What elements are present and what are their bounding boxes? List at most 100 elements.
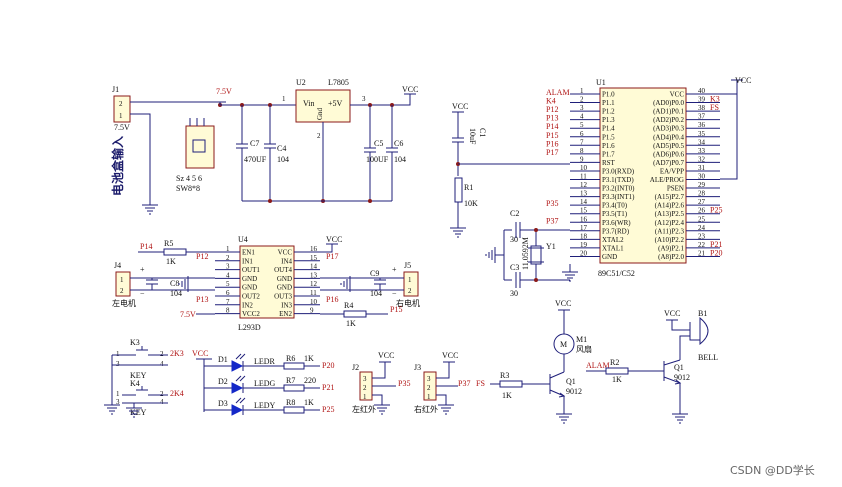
c4-value: 104 [277, 155, 289, 164]
mcu-right-pin-name: (AD2)P0.2 [653, 116, 684, 124]
u2-pin1: 1 [282, 95, 286, 103]
k4-pin2: 2 [160, 390, 164, 398]
mcu-left-pin-name: P3.4(T0) [602, 202, 628, 210]
driver-l293d [239, 245, 295, 319]
mcu-left-pin-name: P1.2 [602, 108, 615, 116]
b1-ref: B1 [698, 309, 707, 318]
led-net: P21 [322, 383, 334, 392]
led-resistor [283, 384, 305, 392]
mcu-left-pin-name: P3.1(TXD) [602, 176, 634, 184]
mcu-89c51 [599, 87, 687, 264]
u2-part: L7805 [328, 78, 349, 87]
driver-right-pin-num: 10 [310, 298, 318, 306]
u2-vout: +5V [328, 99, 343, 108]
c3-ref: C3 [510, 263, 519, 272]
r5-ref: R5 [164, 239, 173, 248]
mcu-right-pin-name: (A11)P2.3 [655, 227, 685, 235]
vcc-label-j2: VCC [378, 351, 394, 360]
key-k3[interactable] [122, 346, 168, 366]
mcu-right-pin-name: EA/VPP [660, 167, 684, 175]
led-icon [231, 360, 244, 372]
bell-section: VCC B1 BELL ALAM R2 1K Q1 9012 [586, 309, 718, 424]
driver-right-pin-name: OUT4 [274, 266, 292, 274]
u1-ref: U1 [596, 78, 606, 87]
power-switch[interactable] [185, 125, 215, 169]
u2-pin3: 3 [362, 95, 366, 103]
vcc-label-bell: VCC [664, 309, 680, 318]
mcu-left-net: K4 [546, 97, 556, 106]
u2-gnd: Gnd [316, 107, 324, 120]
mcu-right-pin-name: (A14)P2.6 [655, 202, 685, 210]
j5-pin1: 1 [408, 276, 412, 284]
j5-ref: J5 [404, 261, 411, 270]
u2-pin2: 2 [317, 132, 321, 140]
u2-vin: Vin [303, 99, 315, 108]
c6-value: 104 [394, 155, 406, 164]
j5-plus: + [392, 265, 397, 274]
led-icon [231, 382, 244, 394]
led-ref: D3 [218, 399, 228, 408]
u4-part: L293D [238, 323, 261, 332]
mcu-right-pin-num: 23 [698, 232, 706, 240]
driver-left-pin-num: 8 [226, 307, 230, 315]
j2-pin1: 1 [363, 393, 367, 401]
mcu-left-net: ALAM [546, 88, 570, 97]
mcu-left-net: P35 [546, 199, 558, 208]
mcu-left-net: P16 [546, 139, 558, 148]
j2-pin3: 3 [363, 375, 367, 383]
mcu-left-pin-name: P3.3(INT1) [602, 193, 635, 201]
driver-left-pin-num: 4 [226, 271, 230, 279]
driver-right-pin-num: 15 [310, 254, 318, 262]
vcc-label-driver: VCC [326, 235, 342, 244]
led-net: P25 [322, 405, 334, 414]
r3-value: 1K [502, 391, 512, 400]
right-ir-label: 右红外 [414, 404, 438, 414]
q1-fan-transistor [522, 371, 565, 414]
j1-pin2: 2 [119, 100, 123, 108]
mcu-left-pin-name: P1.4 [602, 125, 615, 133]
mcu-left-pin-num: 8 [580, 147, 584, 155]
net-p14: P14 [140, 242, 152, 251]
mcu-left-pin-num: 13 [580, 190, 588, 198]
net-7v5-label: 7.5V [216, 87, 232, 96]
mcu-right-pin-num: 27 [698, 198, 706, 206]
mcu-left-pin-num: 17 [580, 224, 588, 232]
led-icon [231, 404, 244, 416]
mcu-right-pin-name: (AD1)P0.1 [653, 108, 684, 116]
mcu-right-pin-name: (AD7)P0.7 [653, 159, 684, 167]
mcu-right-pin-num: 32 [698, 155, 706, 163]
driver-left-pin-num: 5 [226, 280, 230, 288]
driver-left-pin-num: 6 [226, 289, 230, 297]
power-section: J1 2 1 7.5V 电池盒输入 Sz 4 5 6 SW8*8 7.5V C7… [110, 78, 418, 215]
k3-label: KEY [130, 371, 147, 380]
mcu-right-net: P25 [710, 206, 722, 215]
mcu-left-pin-name: P3.5(T1) [602, 210, 628, 218]
r2-ref: R2 [610, 358, 619, 367]
mcu-right-pin-num: 35 [698, 130, 706, 138]
c5-value: 100UF [366, 155, 389, 164]
u4-ref: U4 [238, 235, 248, 244]
mcu-left-net: P37 [546, 216, 558, 225]
mcu-right-pin-num: 36 [698, 121, 706, 129]
switch-pins: Sz 4 5 6 [176, 174, 202, 183]
mcu-right-pin-name: (AD6)P0.6 [653, 150, 684, 158]
mcu-left-pin-name: P3.2(INT0) [602, 185, 635, 193]
driver-left-pin-name: GND [242, 284, 257, 292]
j3-pin3: 3 [427, 375, 431, 383]
driver-right-pin-name: GND [277, 284, 292, 292]
k4-label: KEY [130, 408, 147, 417]
bell-label: BELL [698, 353, 718, 362]
driver-right-pin-num: 16 [310, 245, 318, 253]
left-ir-label: 左红外 [352, 404, 376, 414]
k3-pin1: 1 [116, 350, 120, 358]
k4-pin3: 3 [116, 398, 120, 406]
led-resistor-value: 1K [304, 398, 314, 407]
fan-label: 风扇 [576, 344, 592, 354]
mcu-right-pin-num: 31 [698, 164, 706, 172]
key-k4[interactable] [122, 386, 168, 404]
mcu-left-pin-num: 4 [580, 113, 584, 121]
mcu-left-pin-num: 16 [580, 215, 588, 223]
k4-pin4: 4 [160, 398, 164, 406]
mcu-left-pin-name: GND [602, 253, 617, 261]
